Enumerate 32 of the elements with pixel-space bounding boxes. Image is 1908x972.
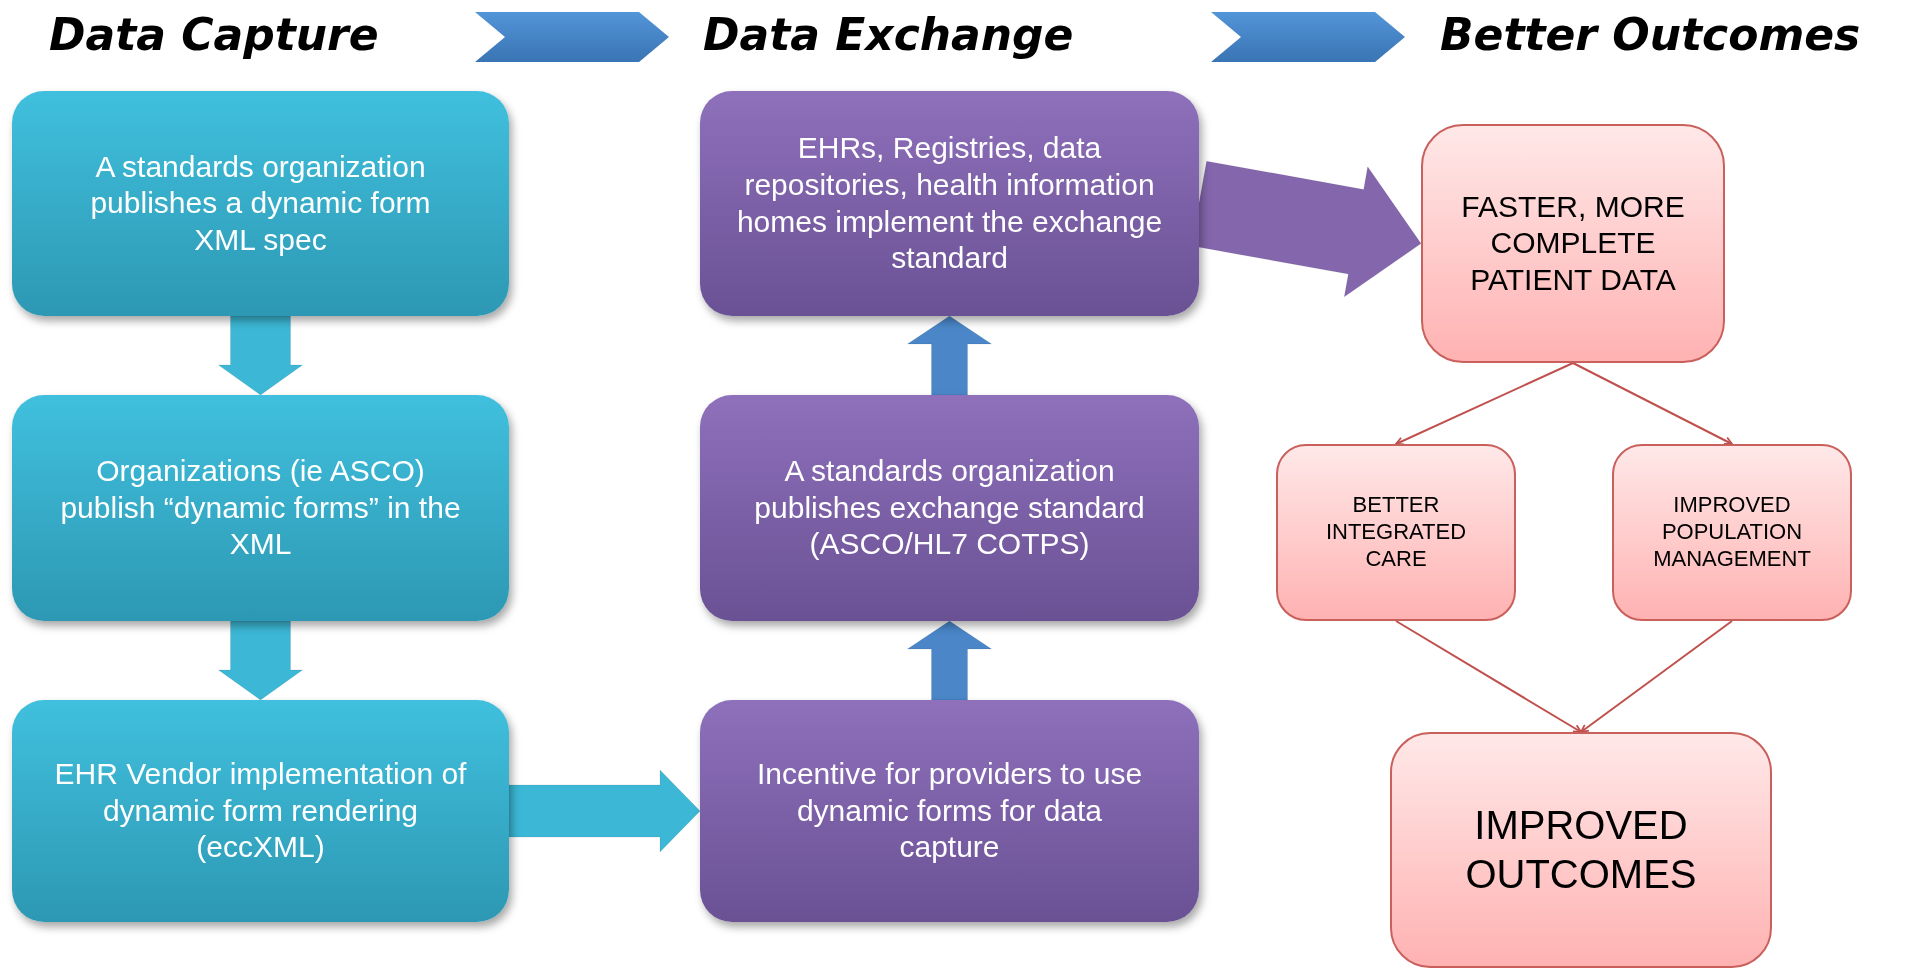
box-text: BETTER INTEGRATED CARE — [1324, 492, 1468, 573]
process-box — [700, 91, 1199, 316]
box-text: IMPROVED OUTCOMES — [1464, 802, 1698, 898]
box-text: FASTER, MORE COMPLETE PATIENT DATA — [1460, 188, 1686, 298]
block-arrow — [218, 315, 303, 396]
outcome-box — [1390, 732, 1772, 968]
outcome-box — [1612, 444, 1852, 621]
box-text: EHR Vendor implementation of dynamic form rendering (eccXML) — [53, 756, 468, 866]
box-text: A standards organization publishes exchange standard (ASCO/HL7 COTPS) — [753, 453, 1146, 563]
box-text: A standards organization publishes a dynamic form XML spec — [89, 148, 432, 258]
box-text: IMPROVED POPULATION MANAGEMENT — [1652, 492, 1812, 573]
column-heading: Data Exchange — [703, 8, 1074, 62]
outcome-box — [1421, 124, 1725, 363]
block-arrow — [907, 620, 992, 701]
outcome-box — [1276, 444, 1516, 621]
process-box — [12, 700, 509, 922]
block-arrow — [508, 769, 701, 853]
block-arrow — [218, 620, 303, 701]
process-box — [700, 395, 1199, 621]
column-heading: Data Capture — [49, 8, 379, 62]
process-box — [12, 91, 509, 316]
box-text: Incentive for providers to use dynamic forms for data capture — [755, 756, 1144, 866]
column-heading: Better Outcomes — [1440, 8, 1861, 62]
arrow — [1572, 362, 1733, 445]
box-text: Organizations (ie ASCO) publish “dynamic forms” in the XML — [59, 453, 462, 563]
box-text: EHRs, Registries, data repositories, health information homes implement the exchange standard — [735, 130, 1164, 277]
block-arrow — [907, 315, 992, 396]
arrow — [1580, 620, 1733, 733]
arrow — [1395, 620, 1582, 733]
process-box — [12, 395, 509, 621]
arrow — [1395, 362, 1574, 446]
process-box — [700, 700, 1199, 922]
